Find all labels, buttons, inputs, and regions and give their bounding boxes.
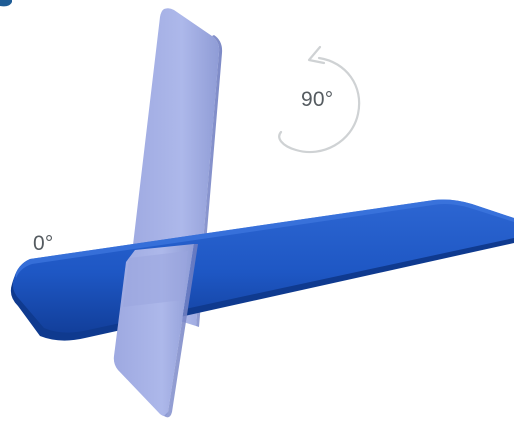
horizontal-board: [10, 199, 514, 341]
vertical-board-lower: [113, 244, 198, 418]
ninety-degree-label: 90°: [301, 88, 334, 111]
corner-fragment-icon: [0, 0, 12, 7]
zero-degree-label: 0°: [33, 232, 54, 255]
rotation-arrow-icon: [278, 45, 361, 154]
